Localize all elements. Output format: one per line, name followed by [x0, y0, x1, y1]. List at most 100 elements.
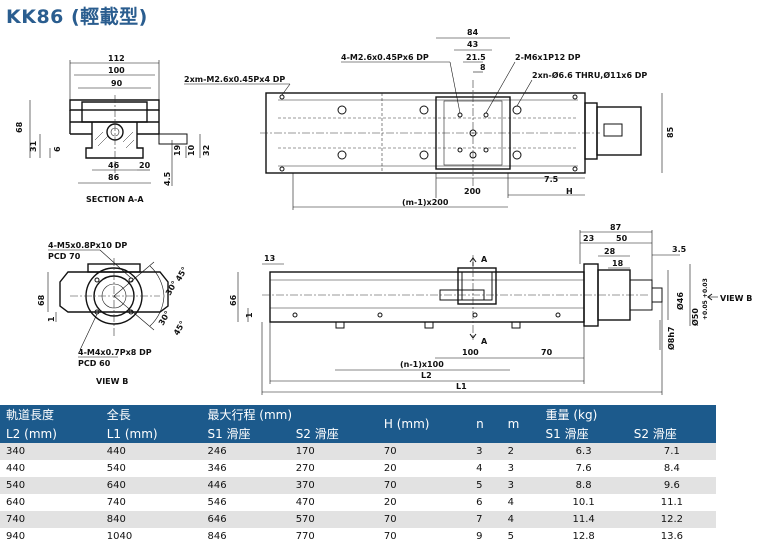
table-cell: 12.2	[627, 511, 716, 528]
dim-200: 200	[464, 187, 481, 196]
section-aa-label: SECTION A-A	[86, 195, 144, 204]
dim-dia-50: Ø50	[690, 308, 700, 326]
dim-46: 46	[108, 161, 120, 170]
table-cell: 6.3	[539, 443, 628, 460]
col-rail-length-unit: L2 (mm)	[0, 424, 101, 443]
dim-7-5: 7.5	[544, 175, 559, 184]
dim-84: 84	[467, 28, 479, 37]
table-cell: 770	[289, 528, 378, 545]
table-cell: 840	[100, 511, 202, 528]
dim-8: 8	[480, 63, 486, 72]
table-cell: 470	[289, 494, 378, 511]
top-view: 84 43 21.5 8 85 200 7.5 H (m-1)x200 2xm-…	[184, 28, 675, 210]
table-cell: 70	[377, 477, 471, 494]
dim-23: 23	[583, 234, 594, 243]
pcd70-label: PCD 70	[48, 252, 81, 261]
table-cell: 2	[501, 443, 540, 460]
table-cell: 546	[201, 494, 290, 511]
table-cell: 170	[289, 443, 378, 460]
table-cell: 9	[470, 528, 502, 545]
table-cell: 8.8	[539, 477, 628, 494]
dim-50: 50	[616, 234, 628, 243]
table-cell: 740	[0, 511, 101, 528]
table-cell: 12.8	[539, 528, 628, 545]
dim-70-side: 70	[541, 348, 553, 357]
hole-label-c: 2-M6x1P12 DP	[515, 53, 581, 62]
table-cell: 246	[201, 443, 290, 460]
table-cell: 340	[0, 443, 101, 460]
table-cell: 6	[470, 494, 502, 511]
dim-20: 20	[139, 161, 151, 170]
dim-112: 112	[108, 54, 125, 63]
col-m: m	[501, 405, 540, 443]
dim-86: 86	[108, 173, 120, 182]
dim-dia-8h7: Ø8h7	[666, 326, 676, 350]
view-b-caption: VIEW B	[96, 377, 128, 386]
dim-18: 18	[612, 259, 624, 268]
dim-43: 43	[467, 40, 478, 49]
dim-32: 32	[202, 145, 211, 156]
pcd60-label: PCD 60	[78, 359, 111, 368]
spec-table: 軌道長度 全長 最大行程 (mm) H (mm) n m 重量 (kg) L2 …	[0, 405, 716, 545]
table-cell: 640	[0, 494, 101, 511]
table-cell: 346	[201, 460, 290, 477]
table-cell: 11.1	[627, 494, 716, 511]
col-n: n	[470, 405, 502, 443]
col-total-length: 全長	[100, 405, 202, 424]
section-mark-a-bottom: A	[481, 337, 488, 346]
table-header-row-1: 軌道長度 全長 最大行程 (mm) H (mm) n m 重量 (kg)	[0, 405, 716, 443]
view-b: 45° 30° 30° 45° 68 1 4-M5x0.8Px10 DP PCD…	[37, 241, 189, 386]
technical-drawing: 112 100 90 68 31 6 46 20	[15, 28, 752, 395]
hole-label-e: 4-M5x0.8Px10 DP	[48, 241, 127, 250]
hole-label-a: 2xm-M2.6x0.45Px4 DP	[184, 75, 285, 84]
dim-21-5: 21.5	[466, 53, 486, 62]
table-cell: 740	[100, 494, 202, 511]
table-cell: 20	[377, 460, 471, 477]
dim-1-side: 1	[245, 312, 254, 318]
dim-tolerance: +0.05 +0.03	[702, 278, 709, 320]
table-cell: 5	[501, 528, 540, 545]
angle-45-top: 45°	[174, 265, 189, 283]
table-header-row-2: L2 (mm) L1 (mm) S1 滑座 S2 滑座 S1 滑座 S2 滑座	[0, 424, 716, 443]
dim-4-5: 4.5	[163, 171, 172, 186]
dim-100: 100	[108, 66, 125, 75]
hole-label-b: 4-M2.6x0.45Px6 DP	[341, 53, 429, 62]
dim-3-5: 3.5	[672, 245, 687, 254]
vb-dim-68: 68	[37, 294, 46, 306]
table-cell: 20	[377, 494, 471, 511]
dim-dia-46: Ø46	[675, 292, 685, 310]
dim-100-side: 100	[462, 348, 479, 357]
table-cell: 5	[470, 477, 502, 494]
angle-30-top: 30°	[164, 279, 179, 297]
section-mark-a-top: A	[481, 255, 488, 264]
table-cell: 70	[377, 443, 471, 460]
hole-label-d: 2xn-Ø6.6 THRU,Ø11x6 DP	[532, 70, 647, 80]
table-cell: 3	[501, 460, 540, 477]
table-cell: 9.6	[627, 477, 716, 494]
table-cell: 446	[201, 477, 290, 494]
table-cell: 13.6	[627, 528, 716, 545]
section-aa-view: 112 100 90 68 31 6 46 20	[15, 54, 211, 204]
table-cell: 640	[100, 477, 202, 494]
table-cell: 440	[100, 443, 202, 460]
table-cell: 7.6	[539, 460, 628, 477]
angle-45-bottom: 45°	[172, 319, 187, 337]
dim-m-200: (m-1)x200	[402, 198, 449, 207]
dim-19: 19	[173, 144, 182, 156]
table-cell: 4	[501, 494, 540, 511]
col-max-stroke: 最大行程 (mm)	[201, 405, 378, 424]
dim-28: 28	[604, 247, 616, 256]
table-cell: 8.4	[627, 460, 716, 477]
dim-l2: L2	[421, 371, 432, 380]
col-rail-length: 軌道長度	[0, 405, 101, 424]
page-title: KK86 (輕載型)	[6, 6, 148, 28]
dim-66: 66	[229, 294, 238, 306]
letter-h: H	[566, 187, 573, 196]
table-cell: 540	[100, 460, 202, 477]
col-stroke-s2: S2 滑座	[289, 424, 378, 443]
dim-68: 68	[15, 121, 24, 133]
